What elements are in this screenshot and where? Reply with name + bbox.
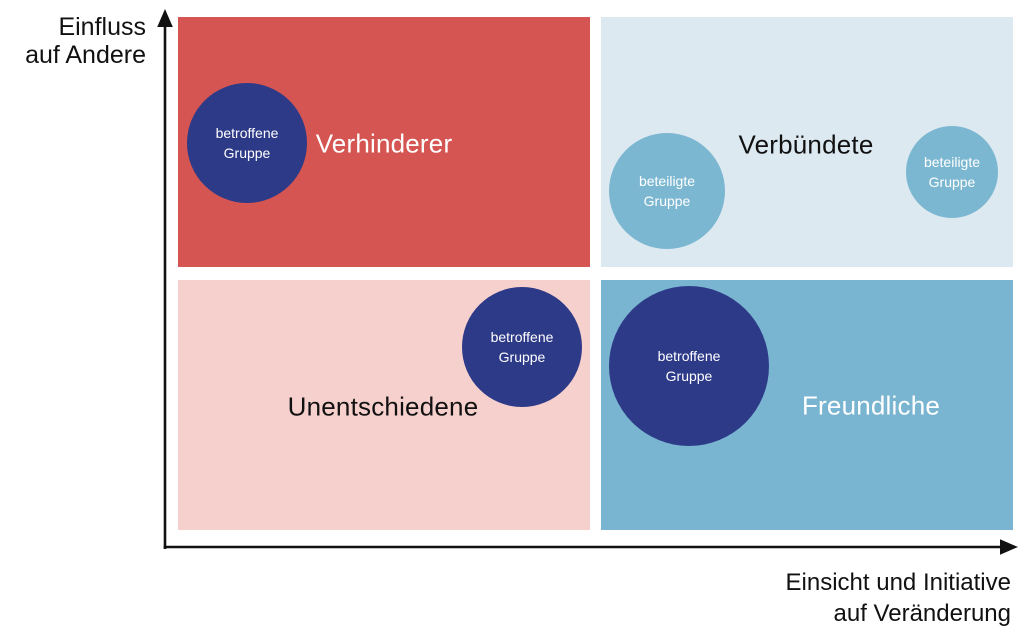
quadrant-title: Verbündete	[738, 129, 874, 160]
bubble-unentschiedene-betroffene-gruppe: betroffene Gruppe	[462, 287, 582, 407]
x-axis-arrowhead	[1000, 539, 1018, 555]
x-axis-label: Einsicht und Initiative auf Veränderung	[785, 569, 1011, 627]
bubble-verbuendete-beteiligte-gruppe-1: beteiligte Gruppe	[609, 133, 725, 249]
bubble-verhinderer-betroffene-gruppe: betroffene Gruppe	[187, 83, 307, 203]
y-axis-arrowhead	[157, 9, 173, 27]
quadrant-title: Verhinderer	[315, 128, 453, 159]
y-axis-label: Einfluss auf Andere	[25, 13, 146, 69]
quadrant-title: Unentschiedene	[287, 391, 479, 422]
quadrant-title: Freundliche	[801, 390, 941, 421]
bubble-freundliche-betroffene-gruppe: betroffene Gruppe	[609, 286, 769, 446]
bubble-verbuendete-beteiligte-gruppe-2: beteiligte Gruppe	[906, 126, 998, 218]
